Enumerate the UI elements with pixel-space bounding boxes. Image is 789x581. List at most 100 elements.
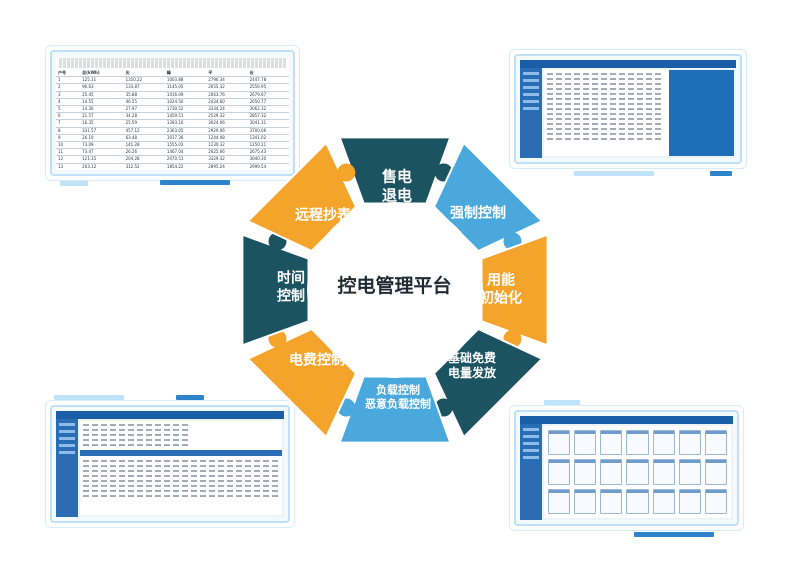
segment-label-sell-refund: 售电 退电 (381, 167, 413, 204)
table-cell: 3041.31 (247, 119, 289, 128)
table-cell: 2447.78 (247, 76, 289, 85)
table-cell: 2650.77 (247, 98, 289, 107)
segment-label-free-quota: 基础免费 电量发放 (447, 351, 497, 380)
table-cell: 2556.95 (247, 83, 289, 92)
table-cell: 121.35 (80, 155, 124, 164)
table-cell: 峰 (164, 70, 207, 78)
segment-load-control (338, 375, 452, 444)
table-cell: 2675.43 (247, 148, 289, 157)
segment-label-energy-init: 用能 初始化 (480, 272, 522, 307)
table-cell: 34.28 (123, 112, 165, 121)
table-cell: 73.09 (80, 141, 124, 150)
table-cell: 2663.76 (206, 91, 248, 99)
table-cell: 3334.24 (206, 105, 248, 114)
segment-energy-init (480, 233, 549, 347)
table-cell: 1017.36 (164, 134, 207, 143)
table-cell: 63.48 (123, 134, 165, 143)
table-header-row: 户号总(kWh)尖峰平谷 (56, 70, 289, 78)
table-cell: 3 (56, 91, 81, 99)
table-cell: 3040.30 (247, 155, 289, 164)
table-cell: 5 (56, 105, 81, 114)
table-cell: 1459.51 (164, 112, 207, 121)
segment-forced-control (432, 141, 544, 253)
table-cell: 457.12 (123, 127, 165, 135)
table-cell: 3024.06 (206, 119, 248, 128)
table-cell: 1150.21 (247, 141, 289, 150)
segment-label-fee-control: 电费控制 (289, 352, 345, 369)
table-cell: 7 (56, 119, 81, 128)
table-cell: 1555.02 (164, 141, 207, 150)
table-cell: 312.52 (123, 163, 165, 170)
table-cell: 1341.02 (247, 134, 289, 143)
segment-free-quota (432, 327, 544, 439)
table-cell: 2999.54 (247, 163, 289, 170)
table-cell: 3700.06 (247, 127, 289, 135)
table-cell: 35.88 (123, 91, 165, 99)
table-cell: 2070.51 (164, 155, 207, 164)
platform-title: 控电管理平台 (337, 275, 452, 297)
table-cell: 尖 (123, 70, 165, 78)
segment-sell-refund (338, 136, 452, 205)
table-cell: 8 (56, 127, 81, 135)
table-cell: 133.87 (123, 83, 165, 92)
table-cell: 1230.32 (206, 141, 248, 150)
table-cell: 3062.32 (247, 105, 289, 114)
app-screenshot-top-right (509, 49, 747, 176)
table-cell: 10 (56, 141, 81, 150)
segment-label-load-control: 负载控制 恶意负载控制 (365, 383, 431, 410)
app-screenshot-bottom-right (509, 400, 744, 537)
table-cell: 13 (56, 163, 81, 170)
table-cell: 27.97 (123, 105, 165, 114)
table-cell: 203.12 (80, 163, 124, 170)
table-cell: 户号 (56, 70, 81, 78)
table-cell: 2 (56, 83, 81, 92)
table-cell: 1 (56, 76, 81, 85)
table-cell: 1024.50 (164, 98, 207, 107)
segment-time-control (241, 233, 310, 347)
table-cell: 2434.60 (206, 98, 248, 107)
table-cell: 2529.32 (206, 112, 248, 121)
center-disc (307, 202, 483, 378)
table-cell: 1854.22 (164, 163, 207, 170)
segment-label-remote-meter: 远程抄表 (295, 207, 351, 224)
table-cell: 谷 (247, 70, 289, 78)
segment-label-time-control: 时间 控制 (277, 270, 305, 305)
table-cell: 1145.05 (164, 83, 207, 92)
table-cell: 平 (206, 70, 248, 78)
table-cell: 14.30 (80, 105, 124, 114)
table-cell: 331.57 (80, 127, 124, 135)
table-cell: 14.55 (80, 98, 124, 107)
table-cell: 141.28 (123, 141, 165, 150)
table-cell: 26.26 (123, 148, 165, 157)
table-cell: 125.11 (80, 76, 124, 85)
table-cell: 2929.06 (206, 127, 248, 135)
table-cell: 3329.32 (206, 155, 248, 164)
table-cell: 2796.34 (206, 76, 248, 85)
table-cell: 2895.24 (206, 163, 248, 170)
table-cell: 25.59 (123, 119, 165, 128)
table-cell: 1350.22 (123, 76, 165, 85)
segment-remote-meter (246, 141, 358, 253)
table-cell: 1730.52 (164, 105, 207, 114)
table-cell: 25.45 (80, 91, 124, 99)
segment-connector (337, 163, 356, 182)
table-cell: 2679.67 (247, 91, 289, 99)
table-cell: 1244.08 (206, 134, 248, 143)
table-cell: 总(kWh) (80, 70, 124, 78)
segment-label-forced-control: 强制控制 (450, 205, 506, 222)
app-screenshot-bottom-left (45, 395, 295, 528)
table-cell: 46.55 (123, 98, 165, 107)
